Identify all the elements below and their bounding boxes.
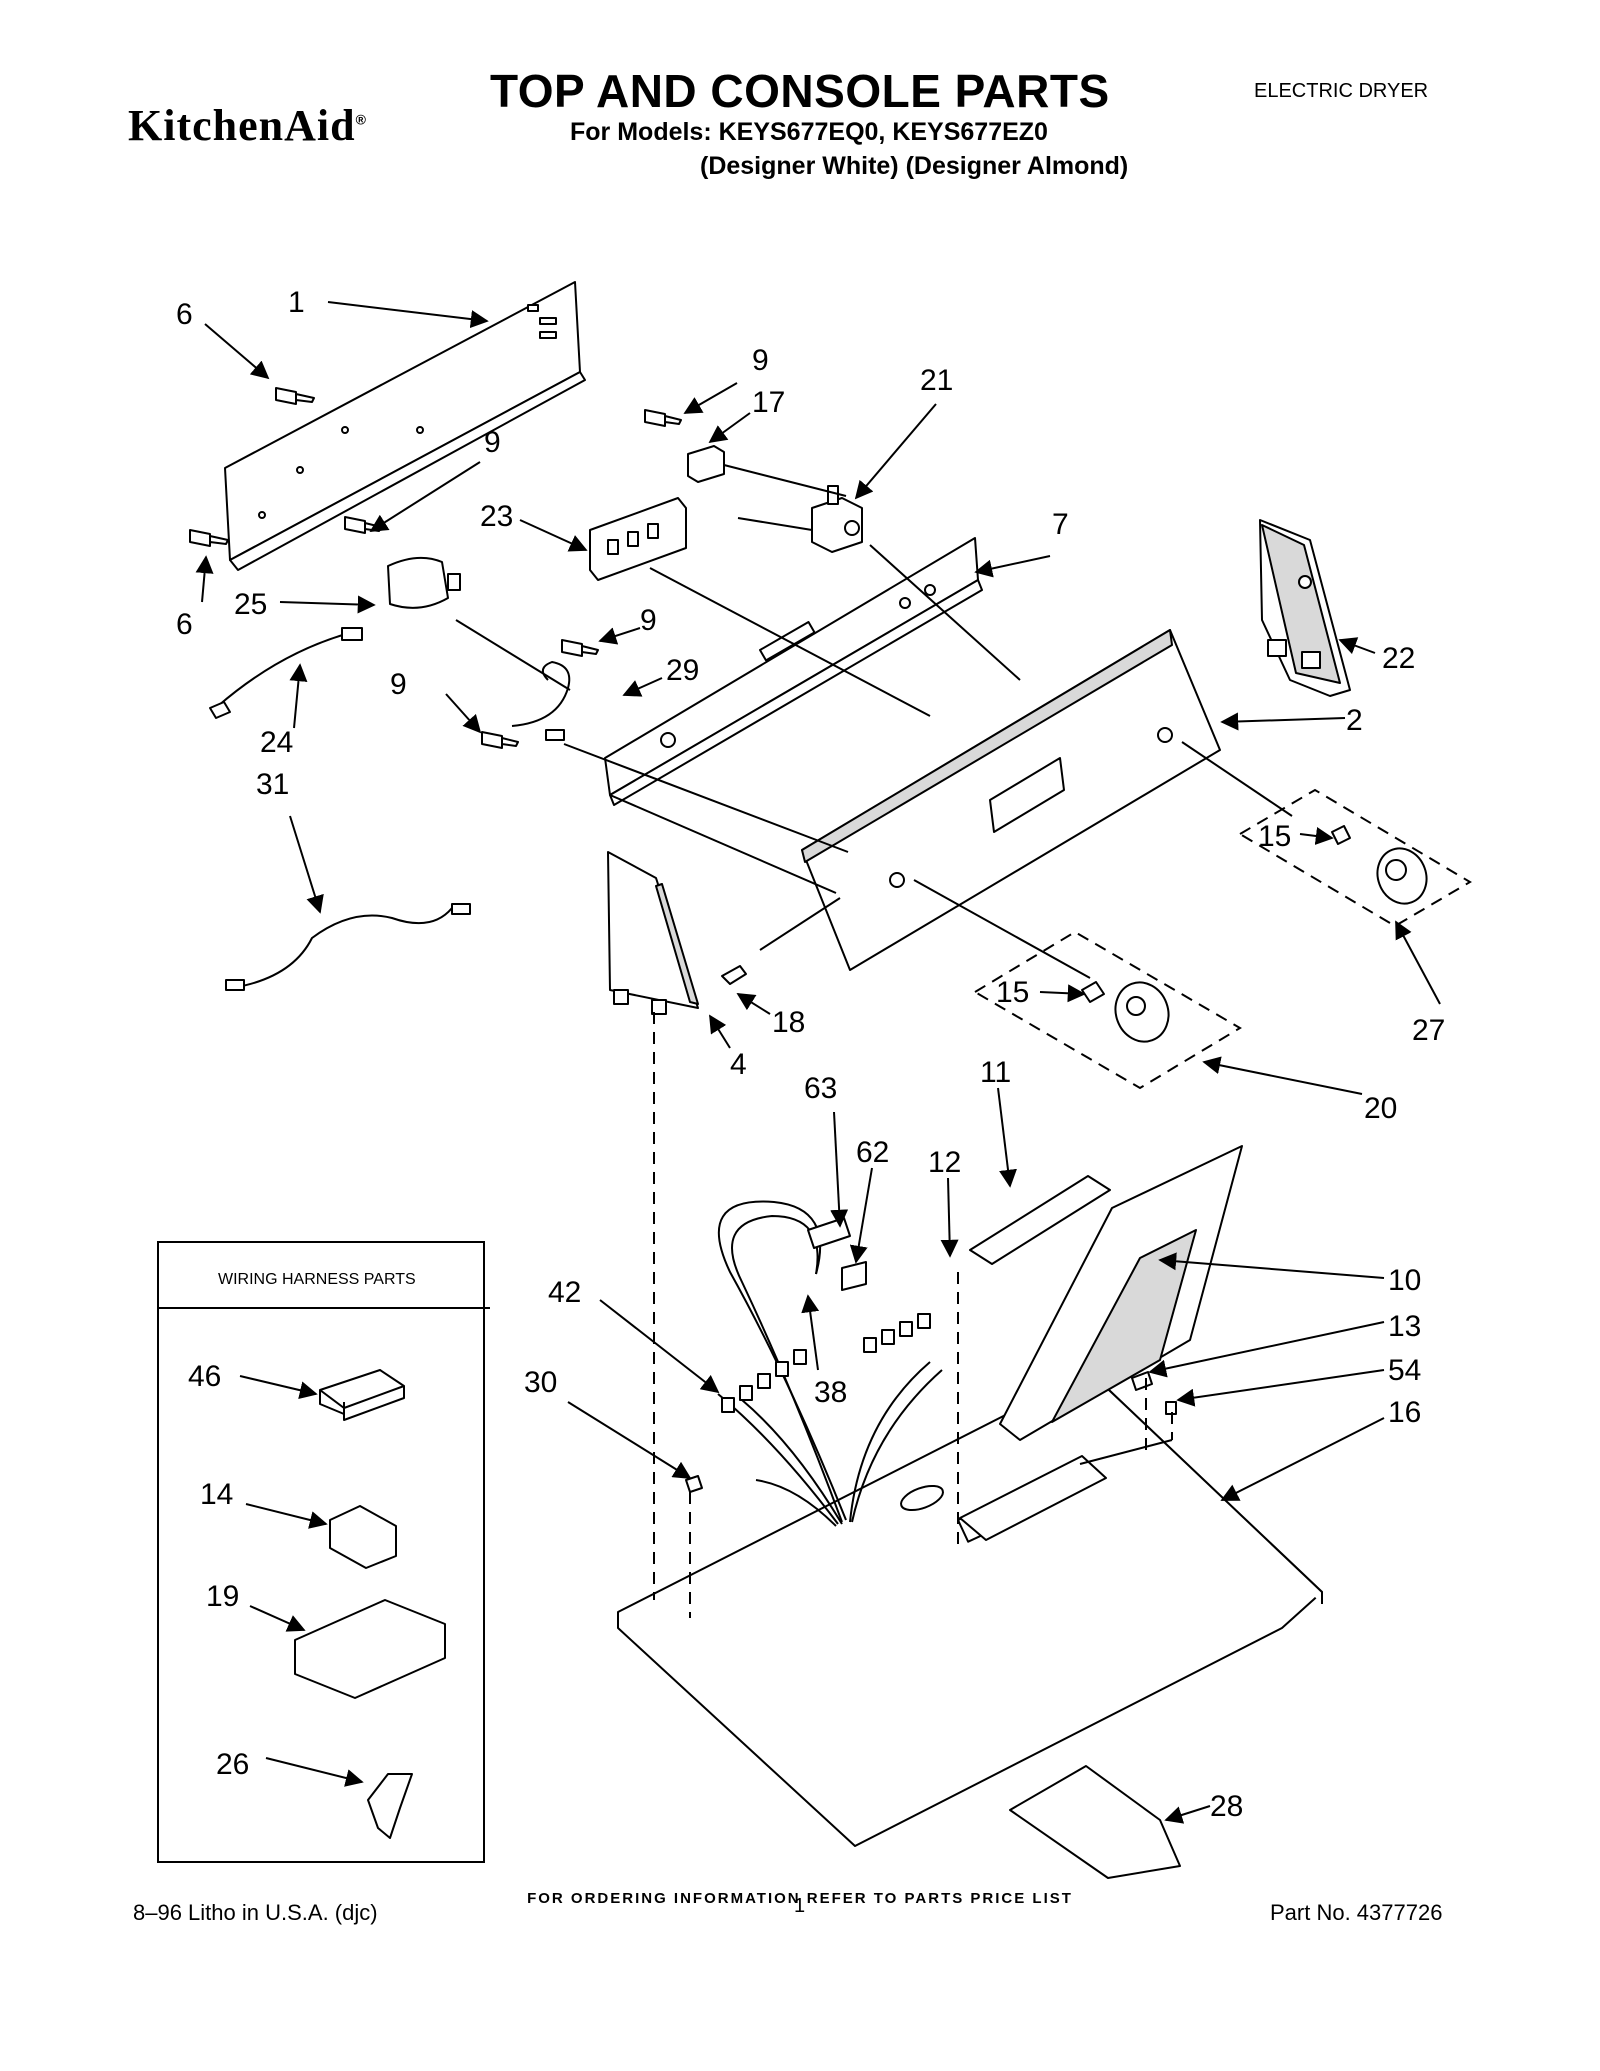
callout-27: 27	[1412, 1014, 1445, 1047]
callout-15-b: 15	[996, 976, 1029, 1009]
part-end-cap-left	[607, 851, 699, 1015]
callout-13: 13	[1388, 1310, 1421, 1343]
callout-18: 18	[772, 1006, 805, 1039]
callout-26: 26	[216, 1748, 249, 1781]
registered-mark: ®	[355, 111, 367, 128]
callout-46: 46	[188, 1360, 221, 1393]
callout-6-bottom: 6	[176, 608, 193, 641]
callout-9-d: 9	[390, 668, 407, 701]
callout-30: 30	[524, 1366, 557, 1399]
litho-info: 8–96 Litho in U.S.A. (djc)	[133, 1900, 378, 1925]
callout-10: 10	[1388, 1264, 1421, 1297]
kitchenaid-logo: KitchenAid®	[128, 100, 367, 151]
callout-25: 25	[234, 588, 267, 621]
brand-name: KitchenAid	[128, 101, 356, 150]
product-type: ELECTRIC DRYER	[1254, 80, 1429, 102]
callout-28: 28	[1210, 1790, 1243, 1823]
callout-29: 29	[666, 654, 699, 687]
part-rear-bracket	[224, 281, 586, 571]
callout-54: 54	[1388, 1354, 1421, 1387]
routing-lines	[455, 464, 1293, 979]
part-end-cap-right	[1259, 519, 1351, 697]
callout-9-c: 9	[640, 604, 657, 637]
callout-31: 31	[256, 768, 289, 801]
part-lint-duct	[959, 1145, 1243, 1541]
callout-42: 42	[548, 1276, 581, 1309]
callout-23: 23	[480, 500, 513, 533]
part-console-rear-panel	[604, 537, 983, 806]
callout-24: 24	[260, 726, 293, 759]
callout-38: 38	[814, 1376, 847, 1409]
small-components	[209, 445, 863, 741]
inset-title: WIRING HARNESS PARTS	[218, 1271, 416, 1288]
callout-62: 62	[856, 1136, 889, 1169]
callout-19: 19	[206, 1580, 239, 1613]
ordering-note: FOR ORDERING INFORMATION REFER TO PARTS …	[527, 1890, 1073, 1907]
callout-4: 4	[730, 1048, 747, 1081]
knob-assembly-27	[1238, 788, 1472, 928]
callout-7: 7	[1052, 508, 1069, 541]
callout-labels: 1 2 4 6 6 7 9 9 9 9 10 11 12 13 14 15 15…	[176, 286, 1445, 1823]
callout-2: 2	[1346, 704, 1363, 737]
callout-17: 17	[752, 386, 785, 419]
callout-14: 14	[200, 1478, 233, 1511]
leader-arrows	[195, 301, 1441, 1824]
part-top-panel	[617, 1371, 1323, 1847]
callout-20: 20	[1364, 1092, 1397, 1125]
part-lint-tray	[1009, 1765, 1181, 1879]
callout-11: 11	[980, 1056, 1011, 1089]
callout-1: 1	[288, 286, 305, 319]
knob-assembly-20	[973, 930, 1242, 1090]
callout-63: 63	[804, 1072, 837, 1105]
wiring-harness	[685, 1200, 1177, 1527]
alignment-lines	[653, 1012, 1173, 1618]
model-variants: (Designer White) (Designer Almond)	[700, 152, 1129, 180]
part-console	[801, 629, 1221, 971]
callout-15-a: 15	[1258, 820, 1291, 853]
callout-12: 12	[928, 1146, 961, 1179]
callout-21: 21	[920, 364, 953, 397]
model-numbers: For Models: KEYS677EQ0, KEYS677EZ0	[570, 118, 1048, 146]
callout-9-a: 9	[752, 344, 769, 377]
callout-6-top: 6	[176, 298, 193, 331]
callout-9-b: 9	[484, 426, 501, 459]
page-title: TOP AND CONSOLE PARTS	[490, 65, 1110, 117]
part-number: Part No. 4377726	[1270, 1900, 1443, 1925]
part-wire-31	[225, 903, 471, 991]
page-number: 1	[794, 1895, 806, 1917]
callout-22: 22	[1382, 642, 1415, 675]
callout-16: 16	[1388, 1396, 1421, 1429]
wiring-harness-inset	[157, 1241, 490, 1863]
